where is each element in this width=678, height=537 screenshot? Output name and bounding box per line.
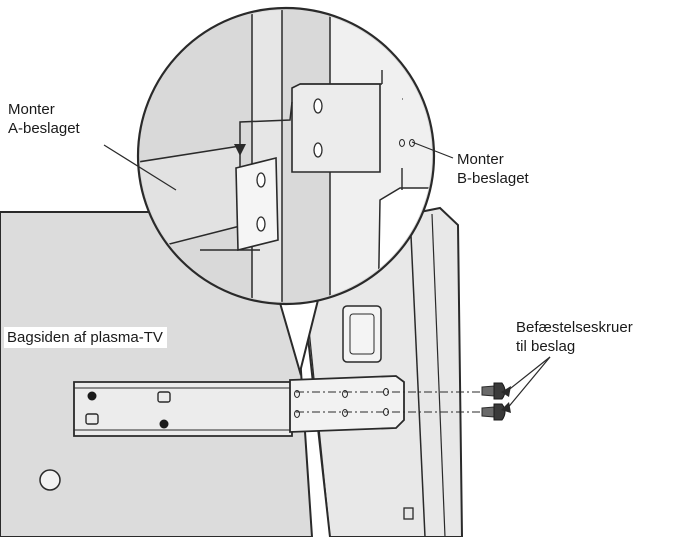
label-bracket-a-line2: A-beslaget <box>8 120 80 137</box>
screw-guide-lines <box>296 391 490 413</box>
label-screws: Befæstelseskruer til beslag <box>516 318 633 356</box>
bracket-b <box>289 375 405 433</box>
leader-lines <box>103 141 551 411</box>
label-screws-line1: Befæstelseskruer <box>516 319 633 336</box>
screw-icon <box>481 382 506 421</box>
label-bracket-b: Monter B-beslaget <box>457 150 529 188</box>
svg-text:˙: ˙ <box>400 98 405 109</box>
label-screws-line2: til beslag <box>516 338 576 355</box>
label-bracket-b-line2: B-beslaget <box>457 170 529 187</box>
tv-screw-hole <box>39 469 61 491</box>
label-bracket-a: Monter A-beslaget <box>8 100 80 138</box>
label-bracket-b-line1: Monter <box>457 151 504 168</box>
label-tv-back-text: Bagsiden af plasma-TV <box>7 329 163 346</box>
label-bracket-a-line1: Monter <box>8 101 55 118</box>
bracket-a <box>73 381 293 437</box>
label-tv-back: Bagsiden af plasma-TV <box>4 327 167 348</box>
